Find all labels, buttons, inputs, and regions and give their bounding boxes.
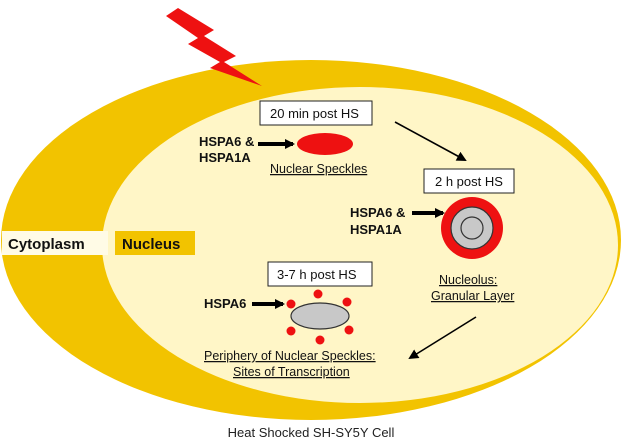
cytoplasm-label-box — [2, 231, 108, 255]
transcription-site-dot — [286, 326, 296, 336]
stage2-location-line2: Granular Layer — [431, 289, 514, 303]
stage2-location-line1: Nucleolus: — [439, 273, 497, 287]
nucleus-label-box — [115, 231, 195, 255]
transition-arrow-1 — [394, 121, 467, 161]
stage2-protein-line1: HSPA6 & — [350, 205, 405, 220]
stage2-time-label: 2 h post HS — [435, 174, 503, 189]
stage1-location-label: Nuclear Speckles — [270, 162, 367, 176]
transcription-site-dot — [342, 297, 352, 307]
nucleus-label: Nucleus — [122, 236, 180, 253]
nuclear-speckle-shape — [297, 133, 353, 155]
stage3-location-line1: Periphery of Nuclear Speckles: — [204, 349, 376, 363]
stage1-time-label: 20 min post HS — [270, 106, 359, 121]
transcription-site-dot — [315, 335, 325, 345]
nuclear-speckle-gray — [290, 302, 350, 330]
stage1-time-box — [259, 100, 373, 126]
nucleolus-core — [460, 216, 484, 240]
nucleus-region — [102, 87, 618, 403]
stage2-time-box — [423, 168, 515, 194]
transition-arrow-2 — [408, 316, 477, 360]
stage2-protein-line2: HSPA1A — [350, 222, 402, 237]
transcription-site-dot — [313, 289, 323, 299]
stage1-protein-line2: HSPA1A — [199, 150, 251, 165]
stage3-time-box — [267, 261, 373, 287]
transcription-site-dot — [286, 299, 296, 309]
stage3-protein-label: HSPA6 — [204, 296, 246, 311]
lightning-bolt-icon — [166, 8, 262, 86]
stage3-time-label: 3-7 h post HS — [277, 267, 357, 282]
stage3-location-line2: Sites of Transcription — [233, 365, 350, 379]
diagram-caption: Heat Shocked SH-SY5Y Cell — [228, 425, 395, 440]
transcription-site-dot — [344, 325, 354, 335]
stage1-protein-line1: HSPA6 & — [199, 134, 254, 149]
cytoplasm-label: Cytoplasm — [8, 236, 85, 253]
